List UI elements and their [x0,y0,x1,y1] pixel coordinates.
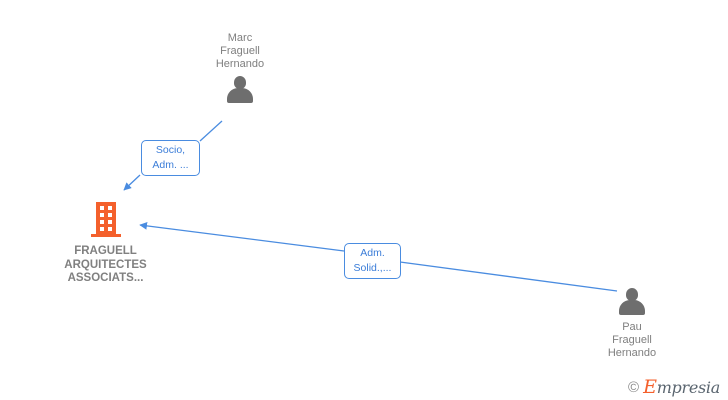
node-person-pau[interactable]: Pau Fraguell Hernando [588,288,676,360]
person-head [234,76,246,89]
node-company-fraguell-label: FRAGUELL ARQUITECTES ASSOCIATS... [64,245,147,284]
person-icon [618,288,646,315]
person-body [227,88,253,103]
edge-marc-company-upper [199,120,223,142]
building-window [107,213,112,217]
edge-label-socio-adm[interactable]: Socio, Adm. ... [141,140,200,176]
building-window [107,206,112,210]
node-company-fraguell[interactable]: FRAGUELL ARQUITECTES ASSOCIATS... [38,202,173,286]
building-window [99,213,104,217]
building-base [90,234,121,237]
brand-rest: mpresia [656,378,721,397]
building-window [99,206,104,210]
building-window [107,227,112,231]
edge-pau-company-left [139,222,345,252]
edge-pau-company-right [399,261,618,292]
copyright-icon: © [628,379,640,396]
person-icon [226,76,254,103]
building-window [107,220,112,224]
node-person-marc[interactable]: Marc Fraguell Hernando [196,32,284,103]
building-icon [90,202,121,238]
person-body [619,300,645,315]
node-person-marc-label: Marc Fraguell Hernando [215,32,265,70]
edge-label-adm-solid[interactable]: Adm. Solid.,... [344,243,401,279]
building-window [99,227,104,231]
building-tower [95,202,116,234]
person-head [626,288,638,301]
watermark-empresia: © Empresia [628,376,721,398]
building-window [99,220,104,224]
edge-marc-company-lower [123,174,141,191]
brand-wordmark: Empresia [643,376,721,398]
node-person-pau-label: Pau Fraguell Hernando [607,321,657,359]
brand-initial: E [643,376,657,398]
